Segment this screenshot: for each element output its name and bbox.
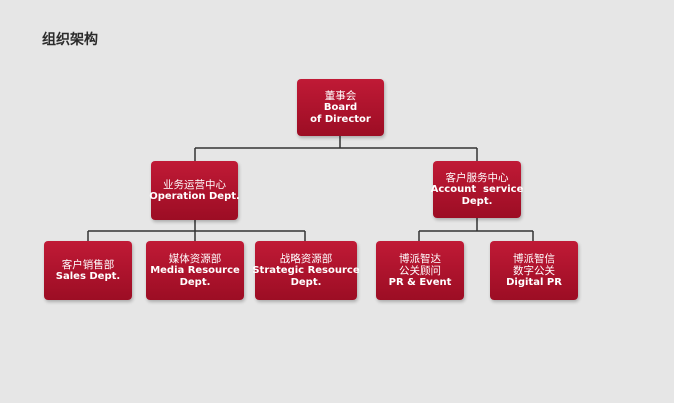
node-media-en2: Dept.	[179, 276, 211, 288]
node-pr-event-en1: PR & Event	[388, 276, 452, 288]
node-pr-event: 博派智达 公关顾问 PR & Event	[376, 241, 464, 300]
node-media-en1: Media Resource	[150, 264, 240, 276]
node-sales: 客户销售部 Sales Dept.	[44, 241, 132, 300]
node-account-zh: 客户服务中心	[445, 171, 509, 184]
node-sales-en1: Sales Dept.	[55, 270, 121, 282]
node-board-zh: 董事会	[324, 89, 357, 102]
node-digital-pr: 博派智信 数字公关 Digital PR	[490, 241, 578, 300]
node-board: 董事会 Board of Director	[297, 79, 384, 136]
node-strategic: 战略资源部 Strategic Resource Dept.	[252, 241, 360, 300]
node-digital-pr-zh: 博派智信	[513, 252, 555, 265]
node-operation-zh: 业务运营中心	[163, 178, 226, 191]
node-pr-event-zh2: 公关顾问	[399, 264, 441, 277]
node-board-en2: of Director	[310, 113, 371, 125]
node-digital-pr-en1: Digital PR	[506, 276, 562, 288]
node-operation-en1: Operation Dept.	[149, 190, 240, 202]
node-sales-zh: 客户销售部	[61, 258, 115, 271]
node-strategic-en2: Dept.	[290, 276, 322, 288]
node-strategic-en1: Strategic Resource	[252, 264, 360, 276]
node-media-zh: 媒体资源部	[168, 252, 222, 265]
node-strategic-zh: 战略资源部	[279, 252, 333, 265]
node-media: 媒体资源部 Media Resource Dept.	[146, 241, 244, 300]
node-account-en2: Dept.	[461, 195, 493, 207]
node-pr-event-zh: 博派智达	[399, 252, 441, 265]
node-operation: 业务运营中心 Operation Dept.	[149, 161, 240, 220]
node-account-en1: Account service	[430, 183, 524, 195]
node-digital-pr-zh2: 数字公关	[513, 264, 555, 277]
page-title: 组织架构	[42, 32, 98, 48]
node-board-en1: Board	[323, 101, 358, 113]
node-account: 客户服务中心 Account service Dept.	[430, 161, 524, 218]
